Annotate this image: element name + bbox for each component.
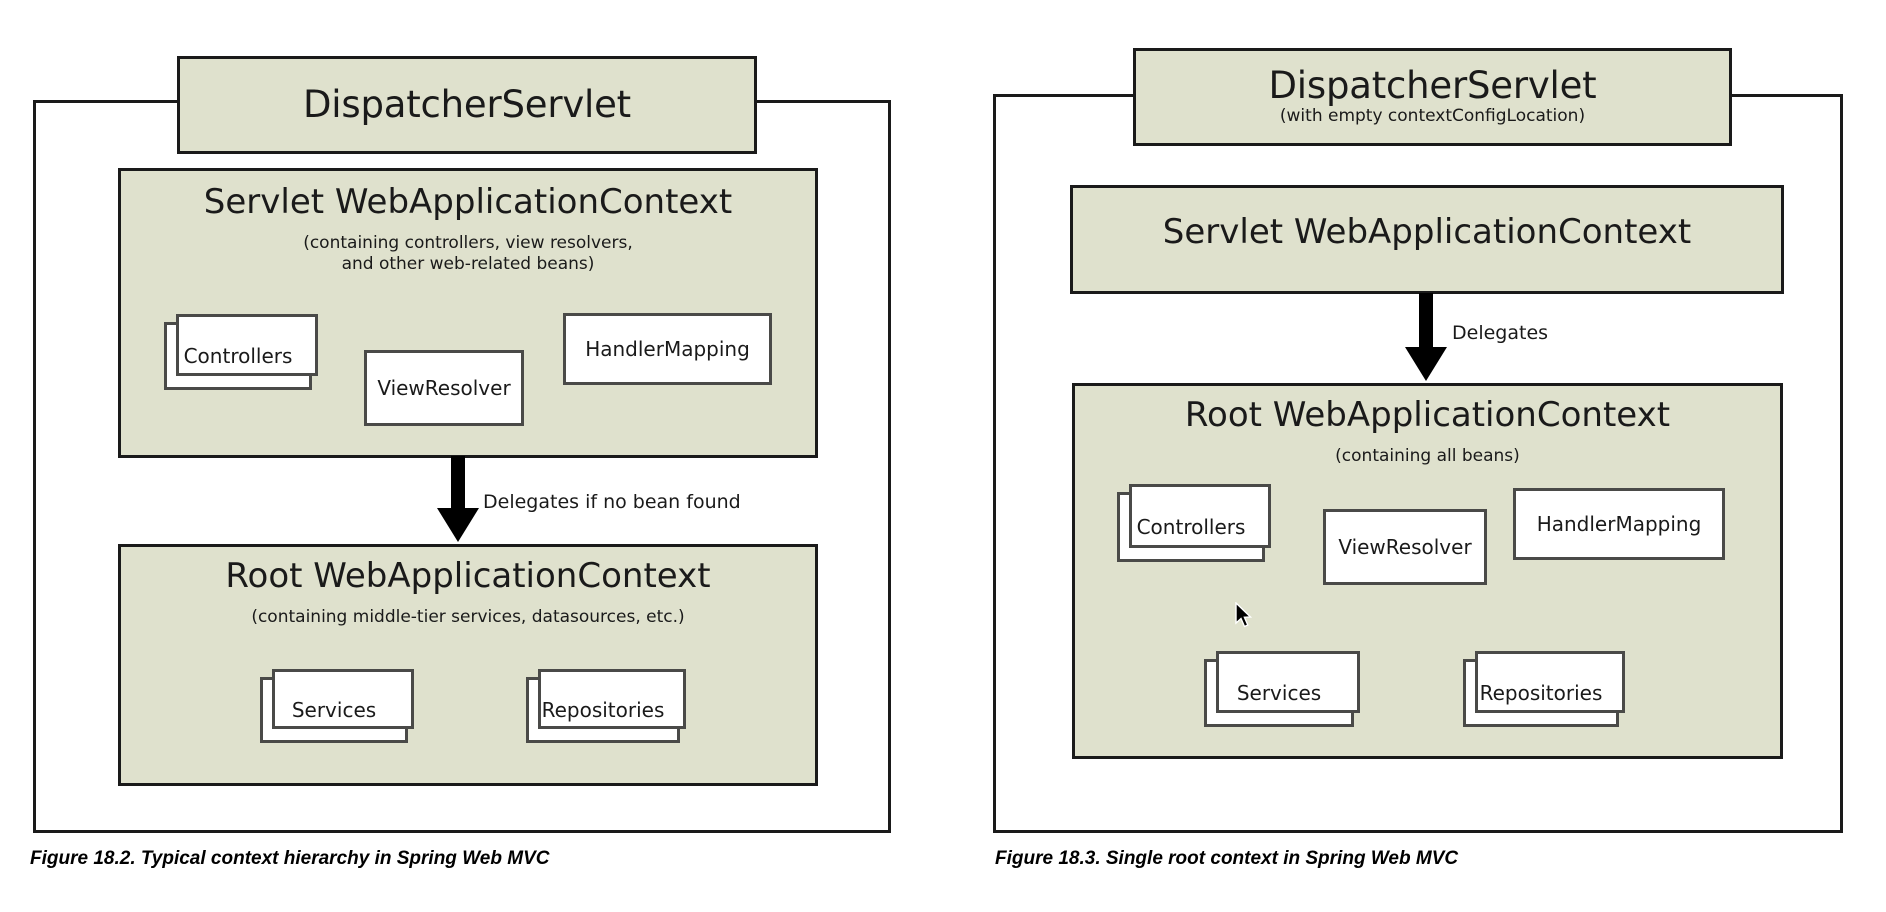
bean-label: Controllers bbox=[1136, 515, 1246, 539]
bean-label: ViewResolver bbox=[377, 376, 511, 400]
figure-18-3-bean-repositories: Repositories bbox=[1463, 651, 1625, 727]
figure-18-3-dispatcher-servlet-title: DispatcherServlet bbox=[1268, 64, 1597, 108]
figure-18-3-dispatcher-servlet-subtitle: (with empty contextConfigLocation) bbox=[1279, 106, 1586, 127]
figure-18-2-servlet-context-title: Servlet WebApplicationContext bbox=[203, 182, 733, 222]
figure-18-2-dispatcher-servlet-title: DispatcherServlet bbox=[303, 82, 631, 126]
figure-18-2-root-context-subtitle: (containing middle-tier services, dataso… bbox=[251, 607, 685, 627]
bean-label: HandlerMapping bbox=[1536, 512, 1702, 536]
figure-18-3-bean-controllers: Controllers bbox=[1117, 484, 1271, 562]
bean-label: Services bbox=[291, 698, 377, 722]
figure-18-3-bean-services: Services bbox=[1204, 651, 1360, 727]
figure-18-2-delegates-arrow bbox=[437, 456, 479, 542]
figure-18-3-root-context-title: Root WebApplicationContext bbox=[1184, 395, 1671, 435]
bean-label: ViewResolver bbox=[1338, 535, 1472, 559]
bean-label: Controllers bbox=[183, 344, 293, 368]
figure-18-3-root-context-subtitle: (containing all beans) bbox=[1335, 446, 1520, 466]
figure-18-3-servlet-context-title: Servlet WebApplicationContext bbox=[1162, 212, 1692, 252]
figure-18-2-caption: Figure 18.2. Typical context hierarchy i… bbox=[30, 848, 550, 869]
figure-18-2-bean-repositories: Repositories bbox=[526, 669, 686, 743]
figure-18-2-dispatcher-servlet-box: DispatcherServlet bbox=[177, 56, 757, 154]
figure-18-3-bean-handlermapping: HandlerMapping bbox=[1513, 488, 1725, 560]
bean-label: HandlerMapping bbox=[585, 337, 750, 361]
bean-label: Services bbox=[1236, 681, 1322, 705]
figure-18-2-servlet-context-subtitle: (containing controllers, view resolvers,… bbox=[303, 233, 633, 275]
bean-label: Repositories bbox=[541, 698, 665, 722]
figure-18-2-root-context-title: Root WebApplicationContext bbox=[225, 556, 711, 596]
figure-18-3-caption: Figure 18.3. Single root context in Spri… bbox=[995, 848, 1459, 869]
figure-18-3-delegates-arrow bbox=[1405, 293, 1447, 381]
figure-18-3-bean-viewresolver: ViewResolver bbox=[1323, 509, 1487, 585]
figure-18-2-bean-services: Services bbox=[260, 669, 414, 743]
figure-18-2-bean-viewresolver: ViewResolver bbox=[364, 350, 524, 426]
figure-18-2-bean-controllers: Controllers bbox=[164, 314, 318, 390]
figure-18-3-delegates-arrow-label: Delegates bbox=[1452, 322, 1549, 344]
figure-18-2-root-context-box: Root WebApplicationContext (containing m… bbox=[118, 544, 818, 786]
figure-18-2-bean-handlermapping: HandlerMapping bbox=[563, 313, 772, 385]
figure-18-2-delegates-arrow-label: Delegates if no bean found bbox=[483, 491, 741, 513]
bean-label: Repositories bbox=[1479, 681, 1603, 705]
figure-18-3-dispatcher-servlet-box: DispatcherServlet (with empty contextCon… bbox=[1133, 48, 1732, 146]
figure-18-3-servlet-context-box: Servlet WebApplicationContext bbox=[1070, 185, 1784, 294]
